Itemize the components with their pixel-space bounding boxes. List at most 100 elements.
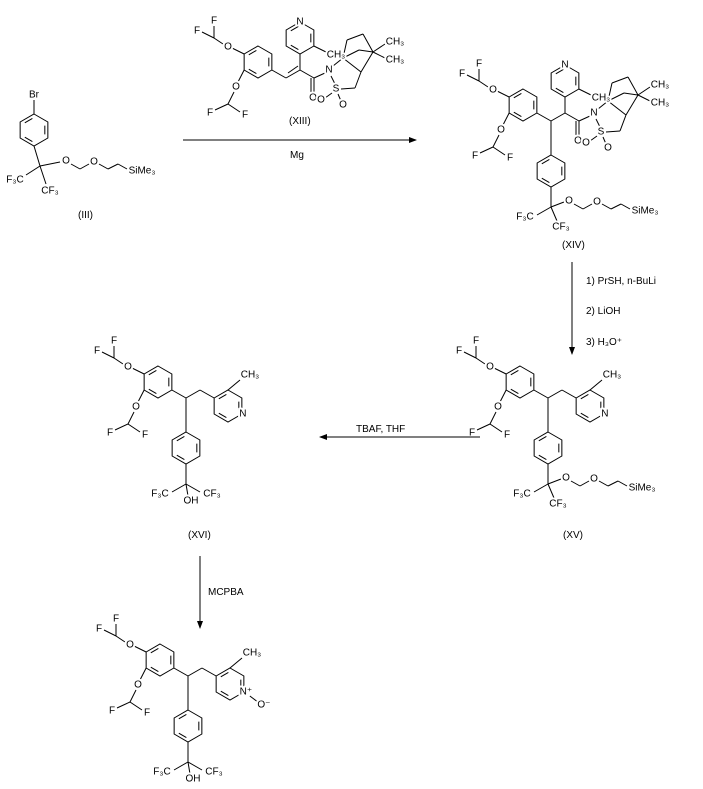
aromatic-ring bbox=[171, 431, 201, 465]
atom-label-f: F bbox=[476, 59, 482, 70]
bond bbox=[33, 145, 41, 167]
atom-label-o: O bbox=[489, 85, 497, 96]
bond-lines bbox=[19, 21, 651, 775]
atom-label-o: O bbox=[486, 362, 494, 373]
atom-label-o: O bbox=[232, 82, 240, 93]
bond bbox=[538, 436, 547, 442]
atom-label-n: N bbox=[601, 409, 608, 420]
bond bbox=[248, 68, 257, 74]
atom-label-f: F bbox=[473, 336, 479, 347]
atom-label-n: N bbox=[239, 409, 246, 420]
reagent-step2-line3: 3) H₃O⁺ bbox=[586, 337, 622, 348]
bond bbox=[499, 389, 507, 403]
bond bbox=[463, 351, 477, 359]
atom-label-f3c: F₃C bbox=[513, 489, 530, 500]
bond bbox=[496, 90, 510, 98]
bond bbox=[231, 47, 245, 55]
atom-label-cf3: CF₃ bbox=[552, 222, 569, 233]
bond bbox=[610, 203, 622, 210]
bond bbox=[229, 657, 243, 669]
bond bbox=[536, 206, 552, 216]
bond bbox=[617, 480, 628, 487]
atom-label-f: F bbox=[194, 26, 200, 37]
bond bbox=[150, 666, 159, 672]
atom-label-n: N bbox=[296, 17, 303, 28]
atom-label-f3c: F₃C bbox=[6, 175, 23, 186]
bond bbox=[550, 206, 558, 222]
compound-label-xvi: (XVI) bbox=[188, 530, 211, 541]
bond bbox=[173, 761, 189, 771]
bond bbox=[214, 103, 229, 111]
bond bbox=[129, 689, 137, 703]
bond bbox=[372, 51, 386, 59]
bond bbox=[299, 69, 315, 79]
atom-label-sime3: SiMe₃ bbox=[129, 166, 156, 177]
bond bbox=[536, 112, 552, 122]
bond bbox=[346, 33, 364, 41]
aromatic-ring bbox=[145, 643, 175, 677]
atom-label-o: O bbox=[124, 362, 132, 373]
bond bbox=[598, 480, 609, 487]
bond bbox=[178, 732, 187, 738]
bond bbox=[113, 357, 124, 365]
bond bbox=[313, 72, 326, 79]
bond bbox=[627, 76, 639, 96]
bond bbox=[176, 436, 185, 442]
atom-label-f: F bbox=[111, 336, 117, 347]
bond bbox=[101, 351, 115, 359]
bond bbox=[290, 44, 299, 50]
atom-label-f: F bbox=[242, 110, 248, 121]
bond bbox=[287, 65, 299, 74]
bond bbox=[623, 92, 639, 96]
aromatic-ring bbox=[533, 431, 563, 465]
bond bbox=[150, 648, 159, 654]
bond bbox=[493, 367, 507, 375]
atom-label-ch3: CH₃ bbox=[327, 50, 346, 61]
bond bbox=[185, 483, 201, 493]
atom-label-f: F bbox=[456, 346, 462, 357]
aromatic-ring bbox=[285, 21, 315, 55]
bond bbox=[249, 695, 259, 703]
atom-label-o: O bbox=[590, 474, 598, 485]
bond bbox=[578, 88, 592, 96]
bond bbox=[550, 112, 566, 122]
bond bbox=[360, 51, 374, 73]
bond bbox=[176, 454, 185, 460]
bond bbox=[107, 163, 119, 170]
atom-label-sime3: SiMe₃ bbox=[629, 483, 656, 494]
bond bbox=[199, 389, 215, 399]
atom-label-cf3: CF₃ bbox=[203, 489, 220, 500]
bond bbox=[510, 388, 519, 394]
bond bbox=[637, 94, 651, 102]
bond bbox=[570, 480, 581, 487]
bond bbox=[605, 130, 621, 133]
bond bbox=[332, 57, 344, 67]
atom-label-f: F bbox=[504, 430, 510, 441]
atom-label-f: F bbox=[207, 108, 213, 119]
bond bbox=[237, 69, 245, 83]
atom-label-f: F bbox=[507, 153, 513, 164]
atom-label-br: Br bbox=[29, 90, 40, 101]
atom-label-f3c: F₃C bbox=[151, 489, 168, 500]
bond bbox=[39, 161, 61, 167]
bond bbox=[619, 114, 627, 132]
reagent-step1: Mg bbox=[290, 150, 304, 161]
atom-label-ch3: CH₃ bbox=[386, 37, 405, 48]
bond bbox=[601, 203, 612, 210]
bond bbox=[290, 26, 299, 32]
bond bbox=[24, 136, 33, 142]
atom-label-o: O bbox=[562, 473, 570, 484]
bond bbox=[573, 203, 584, 210]
atom-label-ch3: CH₃ bbox=[243, 648, 262, 659]
bond bbox=[340, 87, 356, 90]
aromatic-ring bbox=[215, 667, 245, 701]
bond bbox=[342, 49, 360, 59]
atom-label-f: F bbox=[96, 624, 102, 635]
aromatic-ring bbox=[575, 389, 605, 423]
bond bbox=[324, 92, 333, 99]
bond bbox=[114, 423, 129, 431]
bond bbox=[218, 394, 227, 400]
atom-label-oh: OH bbox=[186, 774, 201, 785]
